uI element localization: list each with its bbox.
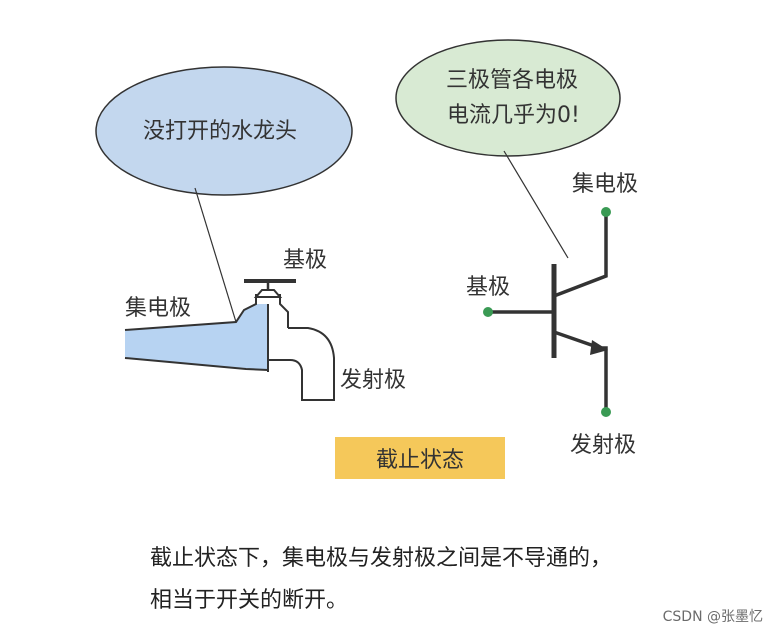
faucet-speech-bubble [95, 66, 353, 196]
collector-terminal-node [601, 207, 611, 217]
faucet-collector-label: 集电极 [125, 296, 192, 321]
valve-cap [253, 289, 283, 298]
transistor-bubble-line1: 三极管各电极 [446, 68, 579, 93]
emitter-terminal-node [601, 407, 611, 417]
pipe-outline-bottom [124, 357, 269, 371]
faucet-bubble-pointer [194, 187, 237, 323]
base-terminal-node [483, 307, 493, 317]
transistor-bubble-pointer [503, 150, 569, 259]
caption-line2: 相当于开关的断开。 [150, 588, 349, 613]
transistor-speech-bubble [395, 39, 621, 157]
faucet-base-label: 基极 [283, 248, 328, 273]
faucet-spout [268, 327, 335, 401]
faucet-bubble-text: 没打开的水龙头 [143, 119, 298, 144]
transistor-collector-label: 集电极 [572, 172, 639, 197]
water-pipe [125, 304, 268, 370]
transistor-bubble-line2: 电流几乎为0! [447, 103, 580, 128]
faucet-emitter-label: 发射极 [340, 368, 407, 393]
caption-line1: 截止状态下，集电极与发射极之间是不导通的， [150, 546, 613, 571]
transistor-emitter-lead [553, 330, 608, 410]
state-label: 截止状态 [335, 437, 505, 479]
transistor-collector-lead [553, 214, 608, 298]
transistor-emitter-label: 发射极 [570, 433, 637, 458]
watermark: CSDN @张墨忆 [662, 609, 763, 625]
transistor-base-label: 基极 [466, 275, 511, 300]
emitter-arrow [590, 340, 608, 355]
pipe-outline [124, 294, 289, 331]
